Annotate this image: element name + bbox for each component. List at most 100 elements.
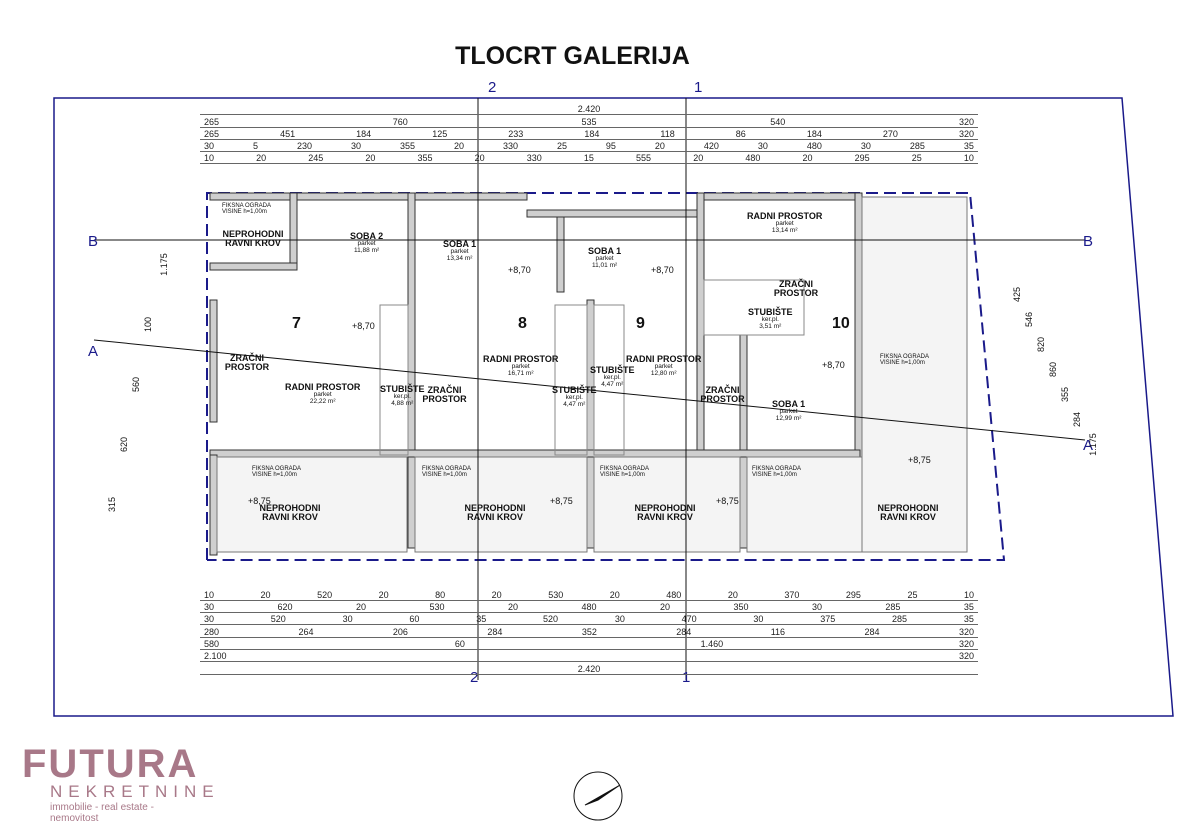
dimension-value: 1.460 xyxy=(700,639,724,649)
room-label: ZRAČNI PROSTOR xyxy=(700,385,745,404)
section-marker-1-bottom: 1 xyxy=(682,669,691,686)
plan-title: TLOCRT GALERIJA xyxy=(455,42,690,70)
dimension-value: 1.175 xyxy=(158,253,169,276)
dimension-value: 20 xyxy=(507,602,518,612)
dimension-value: 320 xyxy=(958,117,974,127)
dimension-value: 10 xyxy=(963,153,974,163)
dimension-value: 35 xyxy=(963,614,974,624)
dimension-value: 125 xyxy=(432,129,448,139)
section-marker-a-left: A xyxy=(88,343,99,360)
dimension-value: 30 xyxy=(757,141,768,151)
unit-number-9: 9 xyxy=(636,315,645,332)
dimension-value: 20 xyxy=(453,141,464,151)
section-marker-1-top: 1 xyxy=(694,79,703,96)
roof-label: NEPROHODNI RAVNI KROV xyxy=(634,503,696,522)
section-marker-2-top: 2 xyxy=(488,79,497,96)
logo-name: FUTURA xyxy=(22,742,199,786)
dimension-value: 95 xyxy=(605,141,616,151)
dimension-value: 20 xyxy=(378,590,389,600)
dimension-value: 184 xyxy=(806,129,822,139)
dimension-value: 30 xyxy=(614,614,625,624)
dimension-value: 760 xyxy=(392,117,408,127)
dimension-value: 330 xyxy=(502,141,518,151)
dimension-value: 546 xyxy=(1024,311,1035,328)
dimension-value: 25 xyxy=(556,141,567,151)
dimension-value: 20 xyxy=(491,590,502,600)
dimension-value: 355 xyxy=(417,153,433,163)
dimension-value: 580 xyxy=(204,639,220,649)
dimension-value: 86 xyxy=(735,129,746,139)
level-mark: +8,70 xyxy=(508,265,531,275)
dimension-value: 520 xyxy=(543,614,559,624)
dimension-value: 30 xyxy=(204,602,215,612)
dimension-value: 470 xyxy=(681,614,697,624)
dimension-value: 270 xyxy=(882,129,898,139)
dimension-value: 451 xyxy=(280,129,296,139)
dimension-value: 480 xyxy=(581,602,597,612)
dimension-value: 264 xyxy=(298,627,314,637)
dimension-value: 480 xyxy=(745,153,761,163)
dimension-value: 355 xyxy=(1060,386,1071,403)
dimension-value: 30 xyxy=(204,141,215,151)
level-mark: +8,75 xyxy=(550,496,573,506)
dimension-value: 530 xyxy=(548,590,564,600)
dimension-value: 320 xyxy=(958,639,974,649)
dimension-value: 1.175 xyxy=(1087,433,1098,456)
logo-tagline: immobilie - real estate - nemovitost xyxy=(50,802,154,824)
dimension-value: 620 xyxy=(277,602,293,612)
dimension-value: 480 xyxy=(666,590,682,600)
dimension-value: 230 xyxy=(296,141,312,151)
fence-note: FIKSNA OGRADA VISINE h=1,00m xyxy=(252,466,301,478)
dimension-value: 184 xyxy=(356,129,372,139)
dimension-value: 2.420 xyxy=(577,664,601,674)
dimension-value: 352 xyxy=(581,627,597,637)
dimension-value: 350 xyxy=(733,602,749,612)
dimension-value: 540 xyxy=(770,117,786,127)
dimension-value: 284 xyxy=(864,627,880,637)
dimension-value: 265 xyxy=(204,117,220,127)
dimension-value: 5 xyxy=(252,141,258,151)
dimension-value: 10 xyxy=(204,590,215,600)
dimension-value: 20 xyxy=(355,602,366,612)
dimension-value: 265 xyxy=(204,129,220,139)
dimension-value: 320 xyxy=(958,651,974,661)
dimension-value: 20 xyxy=(659,602,670,612)
dimension-value: 520 xyxy=(317,590,333,600)
dimension-value: 25 xyxy=(907,590,918,600)
fence-note: FIKSNA OGRADA VISINE h=1,00m xyxy=(600,466,649,478)
dimension-value: 860 xyxy=(1048,361,1059,378)
dimension-value: 35 xyxy=(963,141,974,151)
dimension-value: 20 xyxy=(474,153,485,163)
dimension-value: 30 xyxy=(350,141,361,151)
fence-note: FIKSNA OGRADA VISINE h=1,00m xyxy=(880,354,929,366)
dimension-value: 2.420 xyxy=(577,104,601,114)
dimension-value: 30 xyxy=(811,602,822,612)
dimension-value: 284 xyxy=(487,627,503,637)
dimension-value: 25 xyxy=(911,153,922,163)
dimension-value: 20 xyxy=(256,153,267,163)
room-label: NEPROHODNI RAVNI KROV xyxy=(222,229,284,248)
dimension-value: 285 xyxy=(892,614,908,624)
dimension-value: 233 xyxy=(508,129,524,139)
dimension-value: 280 xyxy=(204,627,220,637)
site-boundary xyxy=(53,97,1174,717)
level-mark: +8,70 xyxy=(651,265,674,275)
dimension-value: 535 xyxy=(581,117,597,127)
dimension-value: 520 xyxy=(270,614,286,624)
fence-note: FIKSNA OGRADA VISINE h=1,00m xyxy=(222,203,271,215)
fence-note: FIKSNA OGRADA VISINE h=1,00m xyxy=(752,466,801,478)
dimension-value: 425 xyxy=(1012,286,1023,303)
